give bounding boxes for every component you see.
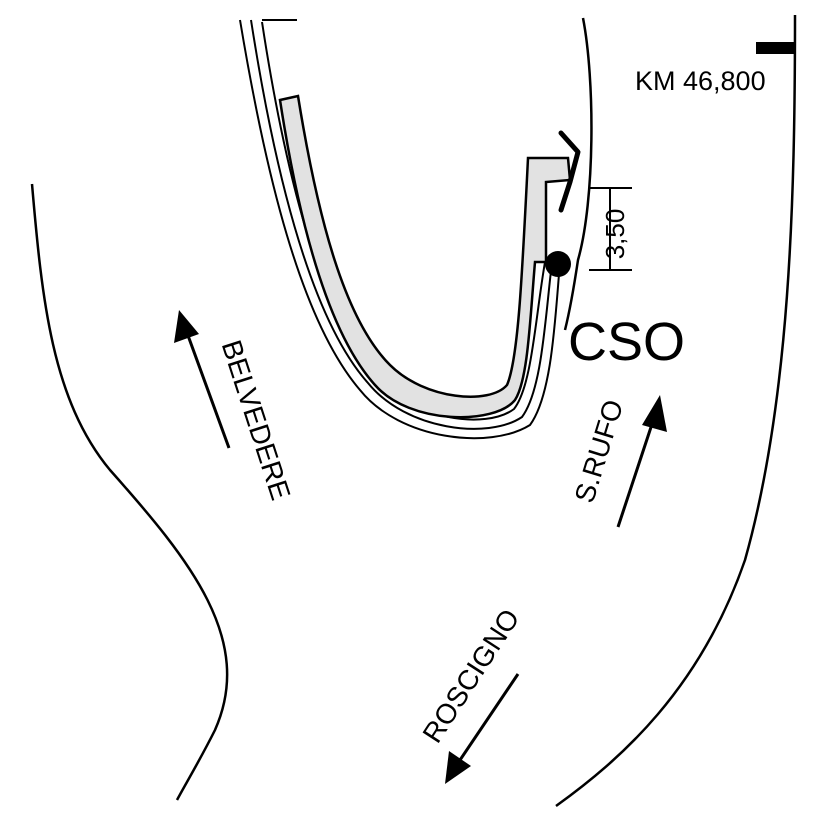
island-outer-line bbox=[239, 19, 561, 440]
dimension-measure bbox=[589, 187, 632, 271]
island-middle-line bbox=[250, 19, 553, 430]
left-road-edge bbox=[30, 183, 229, 801]
dimension-label: 3,50 bbox=[600, 209, 630, 260]
terminal-hook bbox=[558, 130, 581, 213]
srufo-label: S.RUFO bbox=[569, 396, 630, 506]
roscigno-label: ROSCIGNO bbox=[417, 603, 526, 748]
srufo-arrow bbox=[616, 395, 667, 528]
inner-road-edge bbox=[563, 17, 593, 331]
guardrail-band bbox=[278, 94, 572, 419]
km-marker-post bbox=[756, 42, 794, 54]
roscigno-arrow bbox=[445, 673, 520, 784]
km-label: KM 46,800 bbox=[635, 66, 766, 96]
belvedere-arrow bbox=[174, 310, 231, 449]
right-road-edge bbox=[555, 14, 797, 808]
site-marker-dot bbox=[545, 251, 571, 277]
site-label: CSO bbox=[568, 312, 685, 372]
belvedere-label: BELVEDERE bbox=[216, 336, 297, 503]
